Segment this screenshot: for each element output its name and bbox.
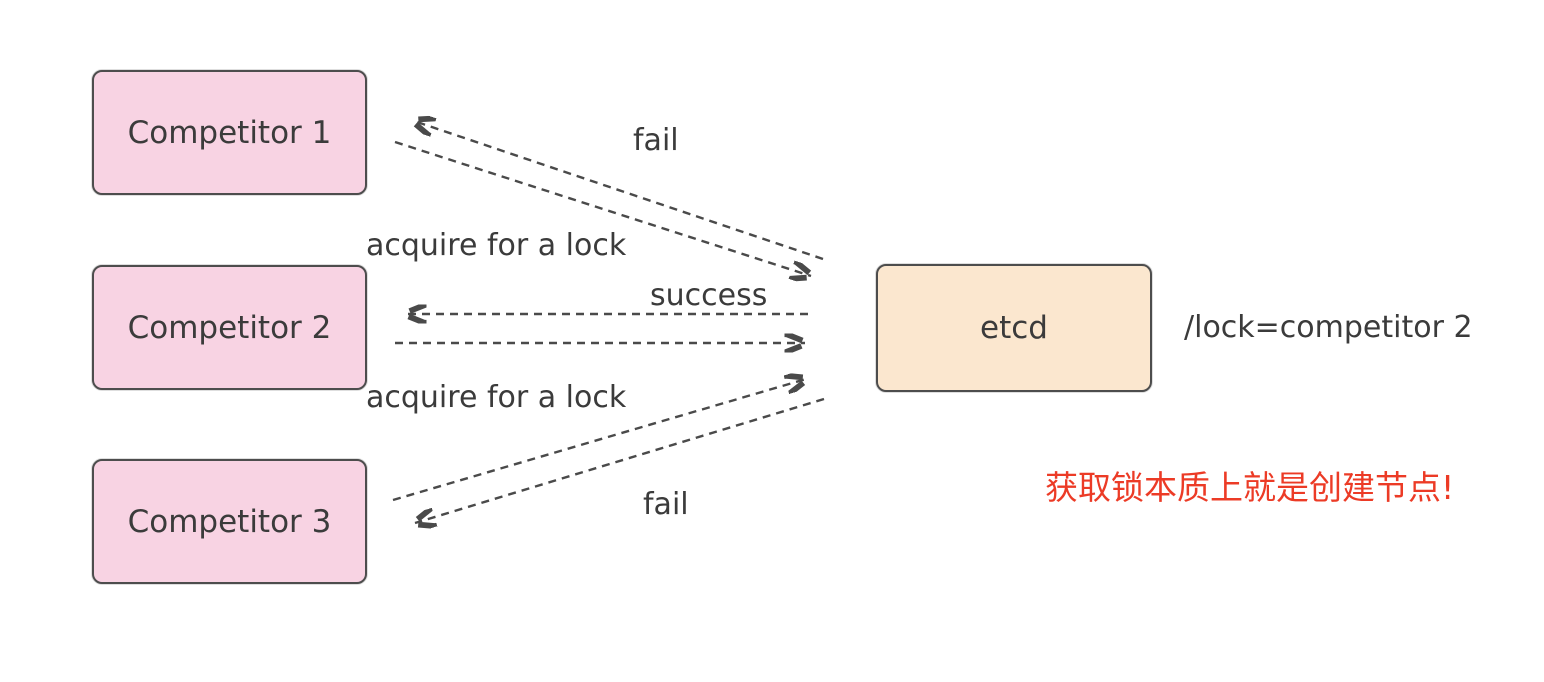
node-competitor-3-label: Competitor 3 (127, 503, 332, 540)
node-competitor-2-label: Competitor 2 (127, 309, 332, 346)
node-etcd: etcd (876, 264, 1152, 392)
edge-label-acquire-bottom: acquire for a lock (366, 380, 627, 415)
node-competitor-1: Competitor 1 (92, 70, 367, 195)
node-competitor-3: Competitor 3 (92, 459, 367, 584)
edge-label-success: success (650, 278, 768, 313)
node-etcd-label: etcd (980, 310, 1048, 346)
node-competitor-1-label: Competitor 1 (127, 114, 332, 151)
edge-label-fail-bottom: fail (643, 487, 689, 522)
arrow-etcd-to-competitor1-fail (414, 121, 824, 261)
red-note-annotation: 获取锁本质上就是创建节点! (1045, 468, 1455, 507)
arrow-competitor3-acquire (392, 379, 806, 502)
node-competitor-2: Competitor 2 (92, 265, 367, 390)
lock-key-annotation: /lock=competitor 2 (1184, 310, 1473, 345)
arrow-competitor1-acquire (394, 140, 811, 276)
arrow-etcd-to-competitor3-fail (415, 397, 825, 523)
edge-label-acquire-top: acquire for a lock (366, 228, 627, 263)
edge-label-fail-top: fail (633, 123, 679, 158)
